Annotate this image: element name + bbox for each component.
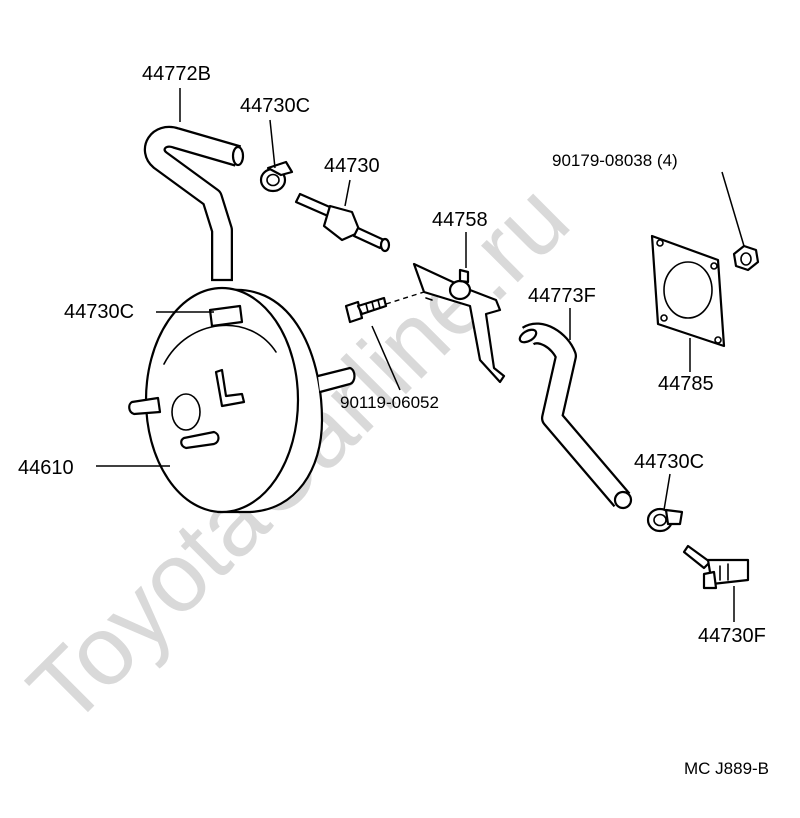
label-90179-08038: 90179-08038 (4) — [552, 151, 678, 170]
label-44785: 44785 — [658, 373, 714, 395]
label-44610: 44610 — [18, 457, 74, 479]
hose-upper — [143, 125, 245, 282]
nut — [732, 244, 760, 272]
label-44758: 44758 — [432, 209, 488, 231]
label-44730F: 44730F — [698, 625, 766, 647]
label-44772B: 44772B — [142, 63, 211, 85]
clamp-lower — [646, 507, 684, 533]
gasket — [650, 234, 726, 348]
brake-booster — [128, 286, 356, 514]
label-44773F: 44773F — [528, 285, 596, 307]
label-44730C-booster: 44730C — [64, 301, 134, 323]
bolt — [344, 296, 388, 324]
reference-code: MC J889-B — [684, 759, 769, 778]
check-valve — [294, 192, 391, 253]
label-44730C-top: 44730C — [240, 95, 310, 117]
label-44730: 44730 — [324, 155, 380, 177]
clamp-top — [259, 160, 294, 193]
bolt-path-dashed — [385, 291, 425, 305]
hose-right — [518, 322, 633, 510]
union-fitting — [682, 544, 750, 590]
label-44730C-lower: 44730C — [634, 451, 704, 473]
bracket — [412, 262, 506, 384]
leader-lines — [96, 88, 745, 622]
label-90119-06052: 90119-06052 — [340, 393, 439, 412]
